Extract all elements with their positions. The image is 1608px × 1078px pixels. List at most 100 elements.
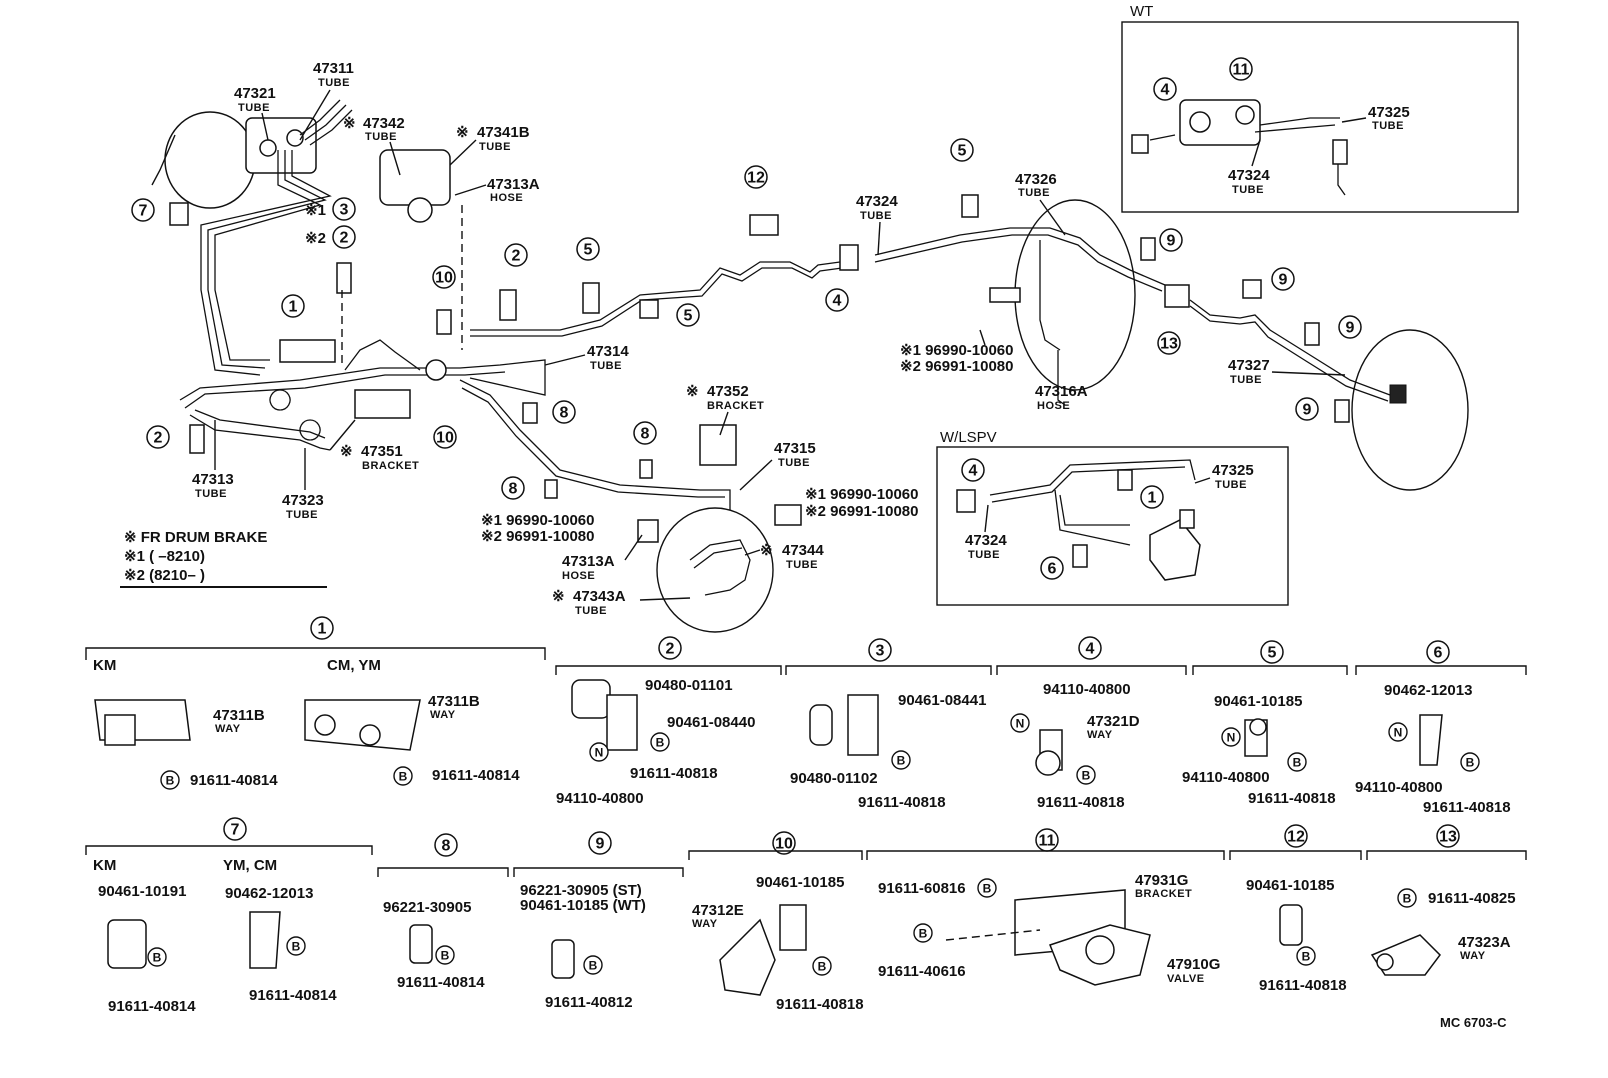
hose-note-b2: ※2 96991-10080 bbox=[805, 503, 919, 520]
ref-circle-9: 9 bbox=[1271, 267, 1295, 291]
part-type: TUBE bbox=[1018, 187, 1050, 199]
ref-circle-4: 4 bbox=[961, 458, 985, 482]
ref-number: 9 bbox=[1279, 272, 1288, 289]
marker-letter: B bbox=[656, 736, 665, 750]
ref-circle-7: 7 bbox=[223, 817, 247, 841]
callout-47321: 47321 TUBE bbox=[234, 85, 276, 141]
detail-2-c: 91611-40818 bbox=[630, 765, 718, 782]
ref-number: 5 bbox=[1268, 645, 1277, 662]
part-type: HOSE bbox=[562, 570, 595, 582]
callout-47313A-low: 47313A HOSE bbox=[562, 534, 643, 582]
detail-2: 90480-01101 90461-08440 91611-40818 9411… bbox=[555, 665, 782, 807]
callout-47315: 47315 TUBE bbox=[739, 440, 816, 491]
ref-circle-13: 13 bbox=[1436, 824, 1460, 848]
part-type: TUBE bbox=[365, 131, 397, 143]
ref-number: 2 bbox=[512, 248, 521, 265]
callout-47324-mid: 47324 TUBE bbox=[856, 193, 898, 256]
ref-circle-10: 10 bbox=[433, 425, 457, 449]
ref-circle-5: 5 bbox=[576, 237, 600, 261]
detail-1-right-header: CM, YM bbox=[327, 657, 381, 674]
inset-lspv-frame bbox=[936, 446, 1289, 606]
detail-5-b: 94110-40800 bbox=[1182, 769, 1270, 786]
ref-number: 6 bbox=[1434, 645, 1443, 662]
marker-letter: B bbox=[153, 951, 162, 965]
hose-note-a2: ※2 96991-10080 bbox=[900, 358, 1014, 375]
ref-number: 4 bbox=[969, 463, 978, 480]
detail-4-part: 47321D bbox=[1087, 713, 1140, 730]
ref-number: 9 bbox=[596, 836, 605, 853]
mark: ※ bbox=[340, 443, 353, 460]
detail-2-b: 90461-08440 bbox=[667, 714, 755, 731]
ref-number: 3 bbox=[340, 202, 349, 219]
detail-3-a: 90461-08441 bbox=[898, 692, 986, 709]
ref-circle-5: 5 bbox=[1260, 640, 1284, 664]
detail-4-c: 91611-40818 bbox=[1037, 794, 1125, 811]
detail-7-c: 90462-12013 bbox=[225, 885, 313, 902]
ref-circle-6: 6 bbox=[1426, 640, 1450, 664]
detail-5-c: 91611-40818 bbox=[1248, 790, 1336, 807]
ref-circle-1: 1 bbox=[1140, 485, 1164, 509]
ref-number: 8 bbox=[560, 405, 569, 422]
ref-number: 1 bbox=[289, 299, 298, 316]
ref-number: 8 bbox=[442, 838, 451, 855]
clamp-shapes bbox=[169, 149, 1350, 543]
detail-1: KM CM, YM 47311B WAY 47311B WAY 91611-40… bbox=[85, 647, 546, 789]
ref-circle-11: 11 bbox=[1229, 57, 1253, 81]
marker-letter: B bbox=[1293, 756, 1302, 770]
detail-3-c: 91611-40818 bbox=[858, 794, 946, 811]
inset-lspv-label: W/LSPV bbox=[940, 429, 997, 446]
ref-circle-7: 7 bbox=[131, 198, 155, 222]
part-type: BRACKET bbox=[362, 460, 419, 472]
detail-11-sub1: BRACKET bbox=[1135, 888, 1192, 900]
part-type: TUBE bbox=[1215, 479, 1247, 491]
callout-47325-lspv: 47325 TUBE bbox=[1194, 462, 1254, 491]
detail-9-a: 96221-30905 (ST) bbox=[520, 882, 642, 899]
marker-letter: B bbox=[1403, 892, 1412, 906]
brake-booster bbox=[151, 111, 317, 209]
callout-47324-wt: 47324 TUBE bbox=[1228, 139, 1270, 196]
detail-12-b: 91611-40818 bbox=[1259, 977, 1347, 994]
mark: ※ bbox=[552, 588, 565, 605]
ref-number: 9 bbox=[1167, 233, 1176, 250]
part-number: 47315 bbox=[774, 440, 816, 457]
ref-number: 1 bbox=[1148, 490, 1157, 507]
detail-8: 96221-30905 91611-40814 bbox=[377, 867, 509, 991]
detail-1-right-sub: WAY bbox=[430, 709, 456, 721]
part-number: 47313A bbox=[562, 553, 615, 570]
bolt-marker: B bbox=[1296, 946, 1316, 966]
part-type: TUBE bbox=[195, 488, 227, 500]
detail-9-b: 90461-10185 (WT) bbox=[520, 897, 646, 914]
legend: ※ FR DRUM BRAKE ※1 ( –8210) ※2 (8210– ) bbox=[120, 529, 327, 588]
part-number: 47343A bbox=[573, 588, 626, 605]
detail-3: 90461-08441 90480-01102 91611-40818 bbox=[785, 665, 992, 811]
callout-47313: 47313 TUBE bbox=[192, 420, 234, 500]
detail-11-part1: 47931G bbox=[1135, 872, 1188, 889]
hose-note-a1: ※1 96990-10060 bbox=[900, 342, 1014, 359]
marker-letter: N bbox=[1394, 726, 1403, 740]
detail-6: 90462-12013 94110-40800 91611-40818 bbox=[1355, 665, 1527, 816]
bolt-marker: B bbox=[1287, 752, 1307, 772]
callout-47326: 47326 TUBE bbox=[1015, 171, 1066, 236]
part-type: TUBE bbox=[286, 509, 318, 521]
detail-11: 91611-60816 91611-40616 47931G BRACKET 4… bbox=[866, 850, 1225, 986]
detail-5: 90461-10185 94110-40800 91611-40818 bbox=[1182, 665, 1348, 807]
callout-47352: ※ 47352 BRACKET bbox=[686, 383, 764, 436]
part-number: 47341B bbox=[477, 124, 530, 141]
detail-1-left-part: 47311B bbox=[213, 707, 265, 724]
callout-47344: ※ 47344 TUBE bbox=[744, 542, 824, 571]
mark-2-note: ※2 bbox=[305, 230, 326, 247]
ref-circle-8: 8 bbox=[633, 421, 657, 445]
part-type: TUBE bbox=[318, 77, 350, 89]
bolt-marker: B bbox=[147, 947, 167, 967]
detail-12-a: 90461-10185 bbox=[1246, 877, 1334, 894]
marker-letter: B bbox=[589, 959, 598, 973]
part-type: TUBE bbox=[479, 141, 511, 153]
bolt-marker: B bbox=[160, 770, 180, 790]
bolt-marker: B bbox=[650, 732, 670, 752]
part-number: 47313A bbox=[487, 176, 540, 193]
detail-1-right-bolt: 91611-40814 bbox=[432, 767, 520, 784]
inset-wt-frame bbox=[1121, 21, 1519, 213]
marker-letter: B bbox=[983, 882, 992, 896]
callout-47311: 47311 TUBE bbox=[299, 60, 354, 141]
detail-1-left-header: KM bbox=[93, 657, 116, 674]
